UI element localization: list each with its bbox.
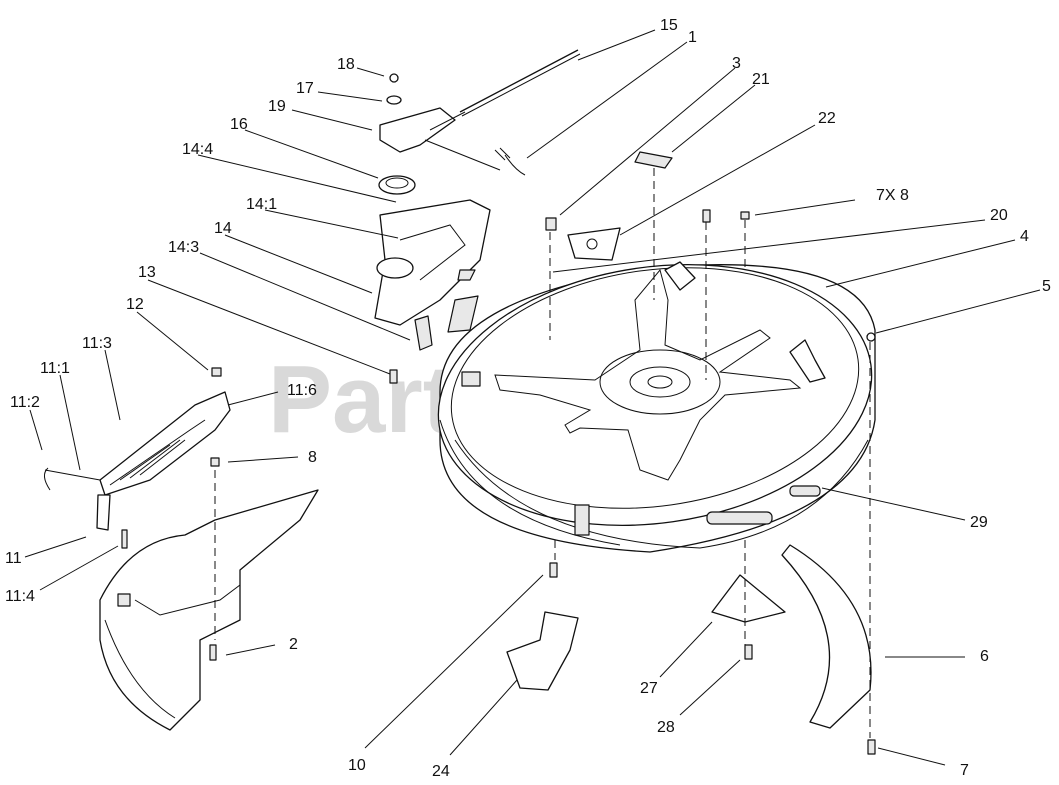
deck-slot: [706, 511, 773, 525]
callout-3: 3: [732, 55, 741, 72]
callout-20: 20: [990, 207, 1008, 224]
deck-bracket-front: [574, 504, 590, 536]
bolt-7: [702, 209, 711, 223]
callout-8: 8: [308, 449, 317, 466]
leader-lines: [24, 29, 1041, 766]
callout-13: 13: [138, 264, 156, 281]
callout-1: 1: [688, 29, 697, 46]
deck-rear-bracket: [789, 339, 826, 383]
bracket-27: [711, 574, 786, 623]
spindle-tab: [457, 269, 476, 281]
callout-11-1: 11:1: [40, 360, 70, 377]
nut-8-left: [210, 457, 220, 467]
washer-17: [386, 95, 402, 105]
callout-24: 24: [432, 763, 450, 780]
callout-7x8: 7X 8: [876, 187, 909, 204]
callout-14-3: 14:3: [168, 239, 199, 256]
callout-21: 21: [752, 71, 770, 88]
deck-tab-left: [461, 371, 481, 387]
callout-11-4: 11:4: [5, 588, 35, 605]
callout-10: 10: [348, 757, 366, 774]
idler-bracket: [379, 107, 456, 153]
shield-stud: [117, 593, 131, 607]
plate-24: [506, 611, 579, 691]
bolt-10: [549, 562, 558, 578]
chute-hinge: [96, 494, 111, 531]
nut-12: [211, 367, 222, 377]
callout-11-2: 11:2: [10, 394, 40, 411]
callout-17: 17: [296, 80, 314, 97]
callout-28: 28: [657, 719, 675, 736]
spindle-housing: [374, 107, 491, 351]
callout-14-4: 14:4: [182, 141, 213, 158]
callout-18: 18: [337, 56, 355, 73]
callout-19: 19: [268, 98, 286, 115]
spindle-fin-2: [447, 295, 479, 333]
spindle-fin: [414, 315, 433, 351]
pin-11-4: [121, 529, 128, 549]
plate-22: [567, 227, 621, 261]
callout-5: 5: [1042, 278, 1051, 295]
callout-27: 27: [640, 680, 658, 697]
callout-11: 11: [5, 550, 22, 567]
baffle-strip: [781, 544, 872, 729]
chute-spring: [44, 467, 101, 491]
deck-housing: [437, 261, 876, 553]
callout-22: 22: [818, 110, 836, 127]
nut-8: [740, 211, 750, 220]
callout-14: 14: [214, 220, 232, 237]
callout-16: 16: [230, 116, 248, 133]
callout-6: 6: [980, 648, 989, 665]
callout-2: 2: [289, 636, 298, 653]
deck-pulley-bracket: [664, 261, 696, 291]
callout-15: 15: [660, 17, 678, 34]
rod-spring: [494, 147, 526, 176]
callout-12: 12: [126, 296, 144, 313]
callout-11-3: 11:3: [82, 335, 112, 352]
callout-4: 4: [1020, 228, 1029, 245]
bushing-16: [378, 175, 416, 195]
bolt-7-bottom: [867, 739, 876, 755]
bolt-13: [389, 369, 398, 384]
adjust-rod: [459, 49, 579, 113]
deflector-shield: [99, 489, 319, 731]
decal-21: [634, 151, 673, 169]
nut-5: [866, 332, 876, 342]
callout-labels: 15 1 3 21 22 7X 8 20 4 5 18 17 19 16 14:…: [5, 17, 1051, 780]
discharge-chute: [44, 391, 231, 531]
callout-29: 29: [970, 514, 988, 531]
nut-18: [389, 73, 399, 83]
deck-spider: [494, 268, 802, 481]
bolt-28: [744, 644, 753, 660]
spindle-pulley: [376, 257, 414, 279]
callout-14-1: 14:1: [246, 196, 277, 213]
callout-7: 7: [960, 762, 969, 779]
part-3: [545, 217, 557, 231]
callout-11-6: 11:6: [287, 382, 317, 399]
bolt-2: [209, 644, 217, 661]
deck-slot-right: [789, 485, 821, 497]
